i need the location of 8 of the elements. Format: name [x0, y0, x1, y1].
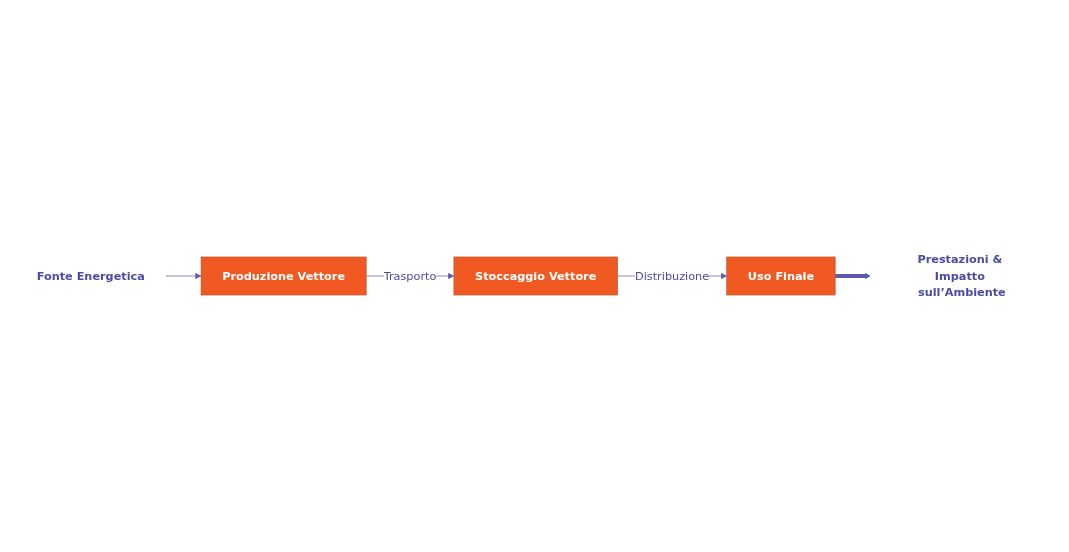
edge-label: Trasporto	[383, 268, 437, 283]
arrow	[835, 272, 871, 280]
node-box: Uso Finale	[726, 256, 836, 296]
node-box: Stoccaggio Vettore	[453, 256, 618, 296]
node-box: Produzione Vettore	[200, 256, 367, 296]
edge-label: Distribuzione	[635, 268, 710, 283]
node-text: Prestazioni & Impatto sull’Ambiente	[917, 252, 1006, 300]
node-text: Fonte Energetica	[36, 268, 145, 283]
